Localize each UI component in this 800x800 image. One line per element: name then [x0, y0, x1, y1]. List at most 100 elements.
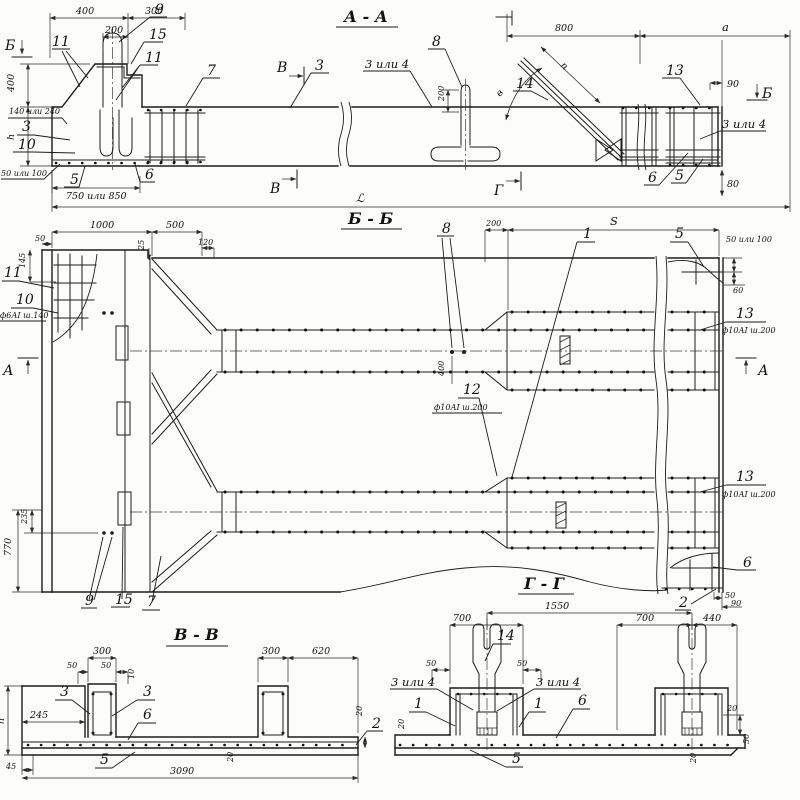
dim-90: 90 [727, 79, 739, 90]
dim-400-left: 400 [6, 74, 17, 93]
dim-750-850: 750 или 850 [66, 191, 127, 202]
dim-h: h [6, 134, 17, 140]
dim-3090: 3090 [170, 766, 194, 777]
dim-25: 25 [137, 240, 146, 251]
spec-13-bot: ф10АI ш.200 [722, 490, 776, 499]
section-bb-dimensions: 1000 500 120 25 50 145 11 10 ф6АI ш.140 … [0, 214, 776, 611]
dim-50-100: 50 или 100 [726, 235, 772, 244]
label-7: 7 [207, 63, 216, 79]
section-marker-v-top: В [276, 60, 287, 76]
section-vv-geometry [21, 683, 359, 756]
dim-200-anchor: 200 [437, 86, 446, 102]
dim-300-right: 300 [262, 646, 280, 657]
dim-400: 400 [437, 361, 446, 377]
label-5-left: 5 [70, 172, 79, 188]
dim-50-top: 50 [35, 234, 45, 243]
dim-h: h [0, 718, 7, 724]
dim-60: 60 [733, 286, 743, 295]
dim-10: 10 [127, 669, 136, 679]
label-3-right: 3 [143, 684, 152, 700]
label-3or4-top: 3 или 4 [365, 57, 409, 71]
dim-1000: 1000 [90, 220, 114, 231]
label-7: 7 [147, 594, 156, 610]
dim-245: 245 [29, 710, 48, 721]
dim-1550: 1550 [545, 601, 569, 612]
dim-800: 800 [555, 23, 573, 34]
dim-45: 45 [5, 762, 16, 771]
dim-s: S [610, 214, 618, 228]
dim-20-right: 20 [726, 704, 737, 713]
dim-20-bottom: 20 [689, 753, 698, 764]
section-bb-geometry [41, 249, 724, 595]
dim-145: 145 [18, 253, 27, 268]
dim-20-bottom: 20 [226, 752, 235, 763]
label-15: 15 [149, 27, 167, 43]
label-9: 9 [155, 2, 164, 18]
section-marker-b-right: Б [761, 86, 772, 102]
dim-700-right: 700 [636, 613, 654, 624]
label-3-top: 3 [315, 58, 324, 74]
dim-700-left: 700 [453, 613, 471, 624]
gg-rib-unit-2 [654, 618, 729, 752]
label-13-bot: 13 [736, 469, 754, 485]
spec-12: ф10АI ш.200 [434, 403, 488, 412]
label-5-right: 5 [675, 168, 684, 184]
label-6: 6 [143, 707, 152, 723]
label-6-corner: 6 [743, 555, 752, 571]
dim-length: ℒ [356, 191, 365, 205]
section-gg: Г - Г 1550 [390, 574, 751, 768]
section-bb: Б - Б [0, 209, 776, 611]
label-8: 8 [442, 221, 451, 237]
dim-300-top: 300 [145, 6, 163, 17]
label-3or4-mid: 3 или 4 [536, 675, 580, 689]
label-1-left: 1 [414, 696, 423, 712]
section-aa-dimensions: 400 300 200 Б 400 h 140 или 240 3 10 50 … [1, 2, 791, 212]
section-aa-title: А - А [343, 7, 388, 26]
label-6-left: 6 [145, 167, 154, 183]
dim-50-left: 50 [426, 659, 436, 668]
section-gg-title: Г - Г [523, 574, 565, 593]
label-14: 14 [497, 628, 515, 644]
dim-50-right: 50 [517, 659, 527, 668]
section-marker-b-left: Б [4, 38, 15, 54]
dim-20-right: 20 [355, 706, 364, 717]
dim-120: 120 [198, 238, 213, 247]
label-3-left: 3 [60, 684, 69, 700]
dim-80: 80 [727, 179, 739, 190]
section-marker-a-left: А [2, 363, 14, 379]
dim-50-left: 50 [67, 661, 77, 670]
label-2-corner: 2 [678, 595, 688, 611]
dim-235: 235 [20, 509, 29, 525]
section-marker-v-bottom: В [269, 181, 280, 197]
label-1-right: 1 [534, 696, 543, 712]
dim-a: а [722, 20, 729, 34]
section-bb-title: Б - Б [347, 209, 393, 228]
dim-20-left: 20 [397, 719, 406, 730]
angle-v: в [494, 87, 506, 99]
section-aa: 400 300 200 Б 400 h 140 или 240 3 10 50 … [1, 2, 791, 212]
dim-770: 770 [3, 538, 14, 556]
section-marker-a-right: А [757, 363, 769, 379]
dim-50-edge: 50 [742, 734, 751, 744]
section-vv-title: В - В [173, 625, 219, 644]
label-1: 1 [583, 226, 592, 242]
dim-300-left: 300 [93, 646, 111, 657]
label-6-right: 6 [648, 170, 657, 186]
label-15: 15 [115, 592, 133, 608]
label-5: 5 [100, 752, 109, 768]
dim-400-top: 400 [75, 6, 94, 17]
label-11: 11 [4, 265, 22, 281]
label-13: 13 [666, 63, 684, 79]
dim-200-loop: 200 [104, 25, 123, 36]
label-6: 6 [578, 693, 587, 709]
dim-n: n [558, 60, 570, 72]
label-5: 5 [512, 751, 521, 767]
section-marker-g-bottom: Г [493, 183, 504, 199]
label-9: 9 [85, 593, 94, 609]
label-13-top: 13 [736, 306, 754, 322]
section-gg-dimensions: 1550 700 700 440 50 50 14 3 или 4 3 или … [390, 601, 751, 768]
label-10: 10 [16, 292, 34, 308]
section-aa-geometry [51, 27, 723, 171]
